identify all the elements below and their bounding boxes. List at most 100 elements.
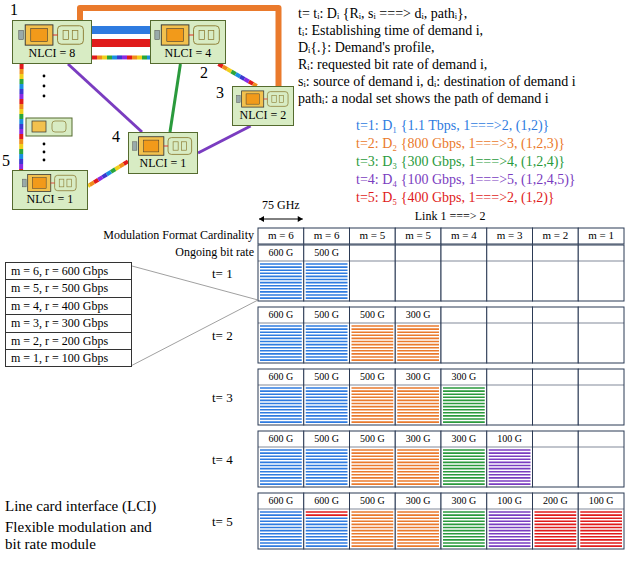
legend-row: m = 4, r = 400 Gbps [6,298,131,315]
lci-count: NLCI = 4 [165,47,212,61]
demand-text: t=4: D₄ {100 Gbps, 1===>5, (1,2,4,5)} [356,172,576,188]
time-label: t= 2 [212,329,233,344]
bitrate-cell: 300 G [406,371,431,383]
bitrate-cell: 300 G [406,309,431,321]
cardinality-cell: m = 1 [588,229,614,242]
bitrate-cell: 500 G [314,247,339,259]
bitrate-cell: 600 G [269,433,294,445]
cardinality-cell: m = 6 [314,229,340,242]
ellipsis-dot [43,85,46,88]
router-node: 5NLCI = 1 [12,170,88,210]
bitrate-cell: 500 G [314,371,339,383]
cardinality-cell: m = 2 [542,229,568,242]
bitrate-cell: 300 G [406,495,431,507]
link-connector [68,64,142,132]
line-card-icon [15,23,89,47]
time-label: t= 1 [212,267,233,282]
dimension-arrow [259,216,303,222]
cardinality-cell: m = 5 [405,229,431,242]
lci-count: NLCI = 2 [240,109,287,123]
caption-text: Flexible modulation and bit rate module [5,519,155,554]
definition-text: pathᵢ: a nodal set shows the path of dem… [298,91,549,107]
bitrate-cell: 500 G [360,433,385,445]
spectrum-grid [258,228,624,549]
router-node: 3NLCI = 2 [232,86,294,126]
cardinality-cell: m = 4 [451,229,477,242]
line-card-icon [235,89,291,109]
legend-row: m = 5, r = 500 Gbps [6,280,131,297]
bitrate-cell: 600 G [314,495,339,507]
lci-count: NLCI = 8 [29,47,76,61]
bitrate-cell: 600 G [269,247,294,259]
definition-text: t= tᵢ: Dᵢ {Rᵢ, sᵢ ===> dᵢ, pathᵢ}, [298,6,467,22]
router-node-small [26,118,72,136]
cardinality-cell: m = 6 [268,229,294,242]
bitrate-cell: 300 G [452,433,477,445]
row-heading: Ongoing bit rate [175,246,254,260]
router-node: 2NLCI = 4 [150,20,226,64]
row-heading: Modulation Format Cardinality [103,229,254,243]
link-connector [21,64,22,170]
definition-text: sᵢ: source of demand i, dᵢ: destination … [298,74,576,90]
router-node: 4NLCI = 1 [128,132,198,174]
definition-text: Dᵢ{.}: Demand's profile, [298,40,434,56]
definition-text: Rᵢ: requested bit rate of demand i, [298,57,487,73]
link-title: Link 1 ===> 2 [415,210,486,224]
demand-text: t=5: D₅ {400 Gbps, 1===>2, (1,2)} [356,190,555,206]
bitrate-cell: 600 G [269,309,294,321]
bitrate-cell: 600 G [269,371,294,383]
link-connector [218,64,256,86]
dimension-label: 75 GHz [262,199,300,213]
ellipsis-dot [43,151,46,154]
link-connector [92,57,150,58]
node-number: 4 [112,128,120,146]
bitrate-cell: 200 G [543,495,568,507]
bitrate-cell: 500 G [360,371,385,383]
bitrate-cell: 500 G [314,309,339,321]
bitrate-cell: 600 G [269,495,294,507]
lci-count: NLCI = 1 [27,193,74,207]
legend-row: m = 2, r = 200 Gbps [6,333,131,350]
time-label: t= 4 [212,453,233,468]
ellipsis-dot [43,159,46,162]
definition-text: tᵢ: Establishing time of demand i, [298,23,483,39]
spectrum-band [92,26,150,47]
ellipsis-dot [43,95,46,98]
demand-text: t=2: D₂ {800 Gbps, 1===>3, (1,2,3)} [356,136,565,152]
cardinality-cell: m = 3 [497,229,523,242]
caption-text: Line card interface (LCI) [5,498,156,515]
demand-text: t=3: D₃ {300 Gbps, 1===>4, (1,2,4)} [356,154,565,170]
link-connector [88,161,128,186]
legend-row: m = 3, r = 300 Gbps [6,315,131,332]
line-card-icon [131,135,195,157]
lci-count: NLCI = 1 [140,157,187,171]
node-number: 3 [216,84,224,102]
legend-row: m = 6, r = 600 Gbps [6,263,131,280]
cardinality-cell: m = 5 [359,229,385,242]
legend-table: m = 6, r = 600 Gbpsm = 5, r = 500 Gbpsm … [5,262,132,367]
bitrate-cell: 300 G [452,371,477,383]
bitrate-cell: 500 G [314,433,339,445]
bitrate-cell: 500 G [360,309,385,321]
leader-line [132,266,258,365]
legend-row: m = 1, r = 100 Gbps [6,350,131,366]
time-label: t= 3 [212,391,233,406]
line-card-icon [15,173,85,193]
bitrate-cell: 100 G [589,495,614,507]
bitrate-cell: 100 G [497,433,522,445]
node-number: 5 [2,152,10,170]
node-number: 1 [10,1,18,19]
demand-text: t=1: D₁ {1.1 Tbps, 1===>2, (1,2)} [356,118,549,134]
router-node: 1NLCI = 8 [12,20,92,64]
link-connector [170,64,180,132]
bitrate-cell: 500 G [360,495,385,507]
ellipsis-dot [43,75,46,78]
link-connector [198,126,251,153]
bitrate-cell: 100 G [497,495,522,507]
time-label: t= 5 [212,515,233,530]
ellipsis-dot [43,143,46,146]
node-number: 2 [200,64,208,82]
bitrate-cell: 300 G [406,433,431,445]
line-card-icon [153,23,223,47]
bitrate-cell: 300 G [452,495,477,507]
